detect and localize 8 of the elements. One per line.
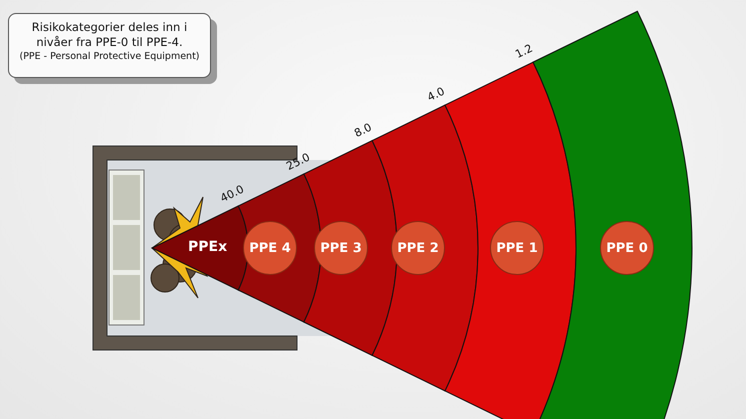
- boundary-value: 8.0: [352, 120, 374, 140]
- note-subtext: (PPE - Personal Protective Equipment): [18, 50, 201, 64]
- boundary-value: 40.0: [218, 182, 246, 205]
- boundary-value: 25.0: [284, 150, 312, 173]
- note-text: Risikokategorier deles inn i nivåer fra PPE-0 til PPE-4.: [30, 20, 188, 50]
- boundary-value: 1.2: [513, 42, 535, 62]
- boundary-value: 4.0: [425, 84, 447, 104]
- zone-label: PPEx: [188, 239, 228, 255]
